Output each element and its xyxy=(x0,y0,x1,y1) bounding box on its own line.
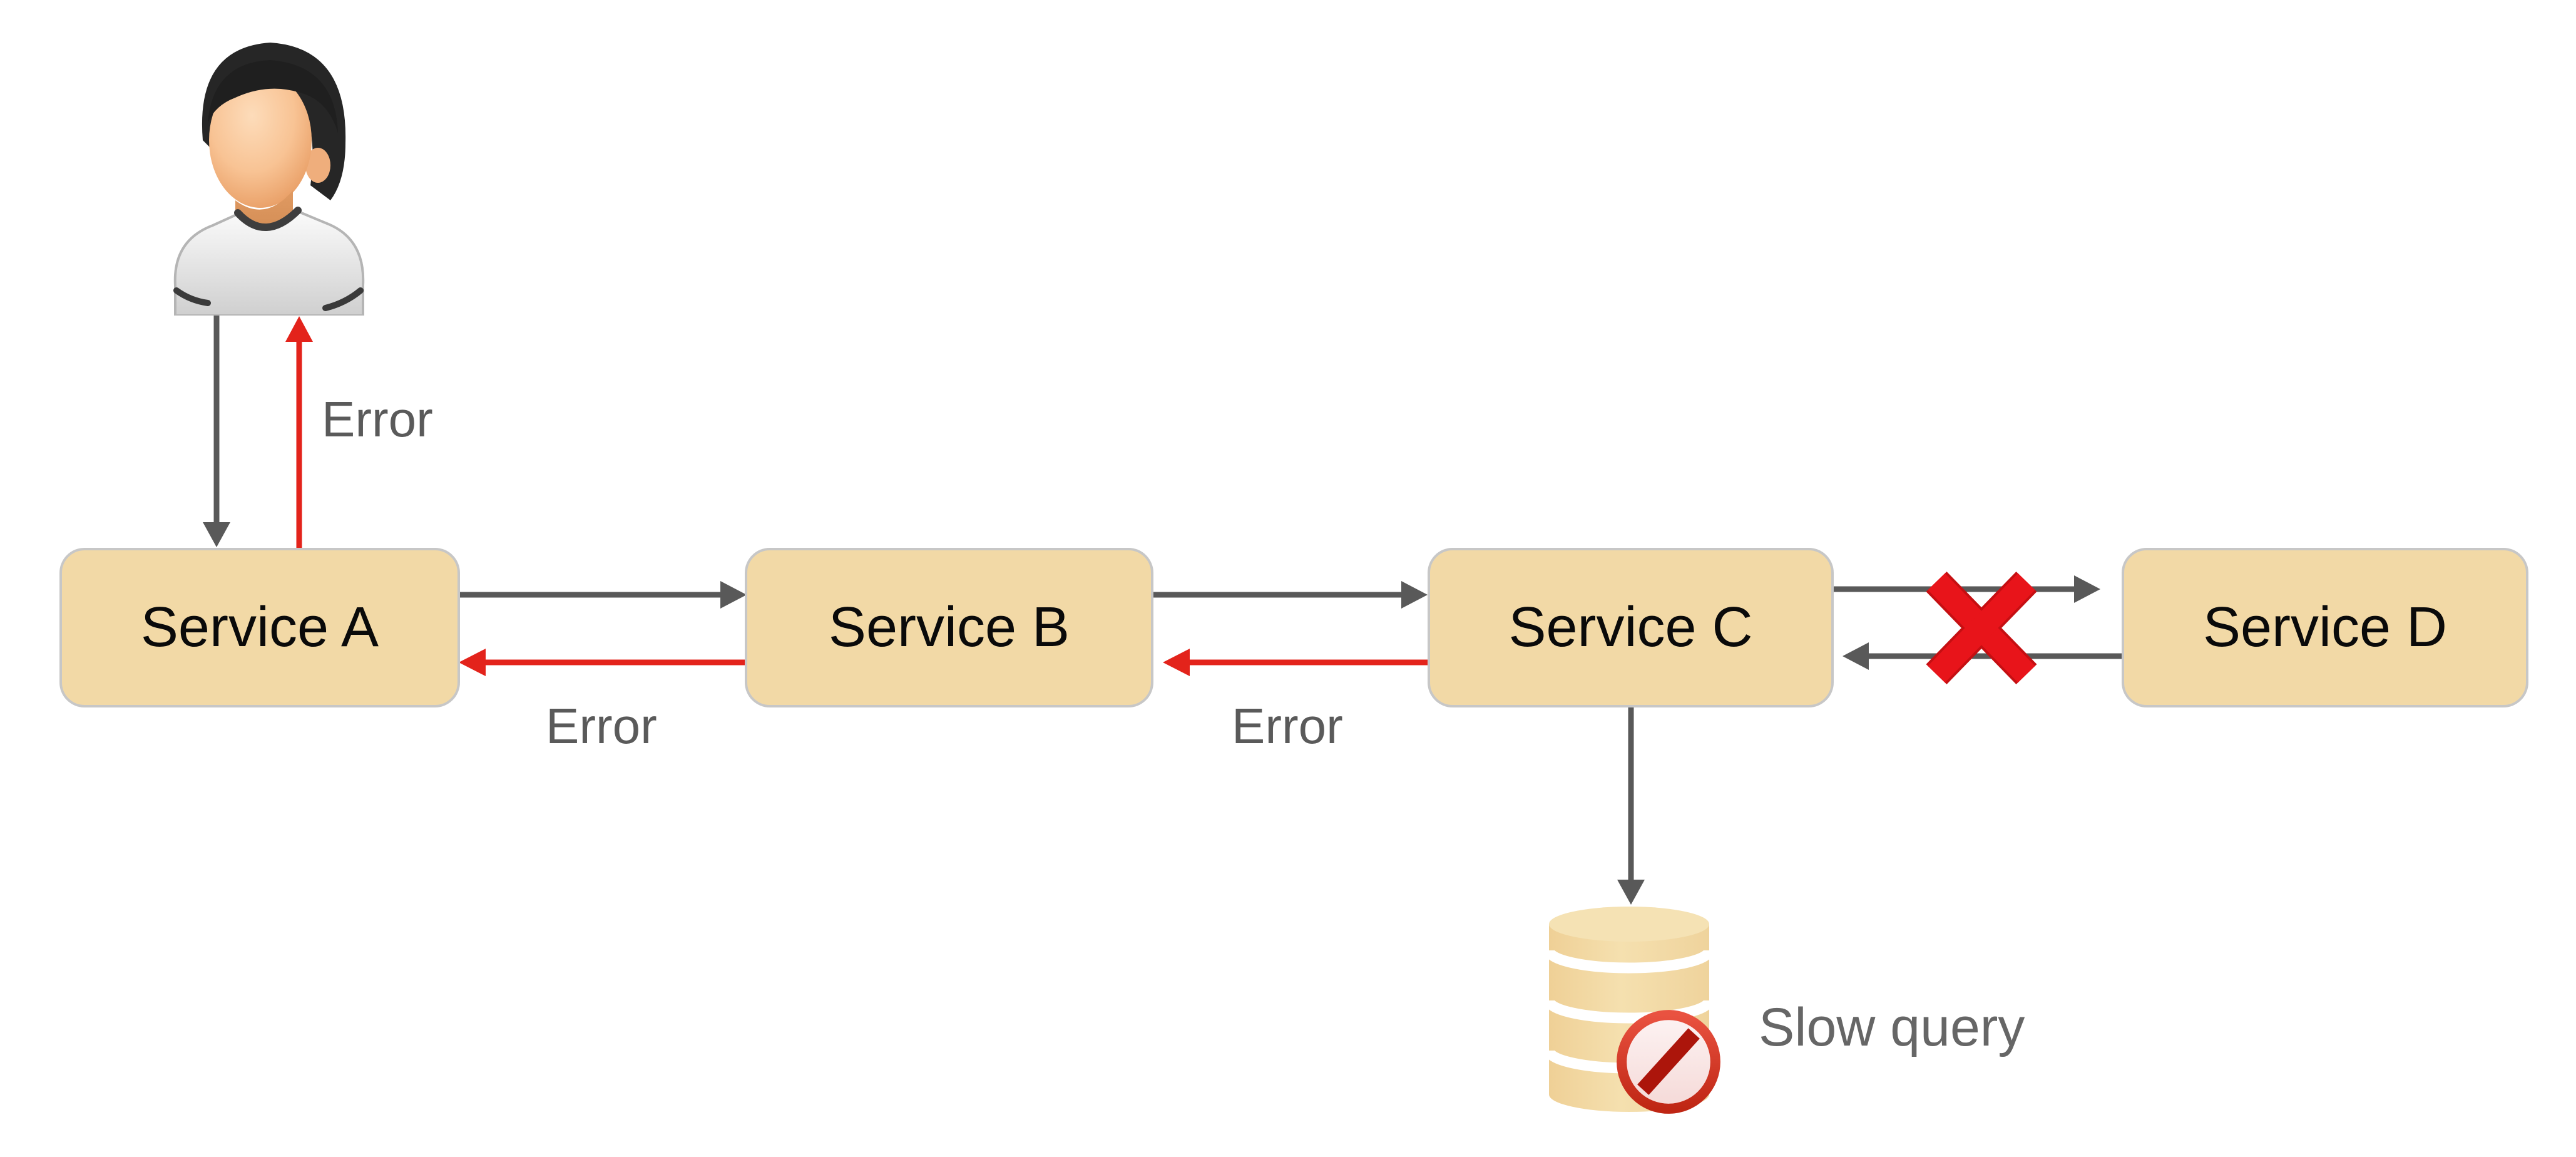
service-b-label: Service B xyxy=(828,596,1070,659)
arrow-service-c-to-database xyxy=(1617,707,1645,905)
arrow-user-to-service-a xyxy=(203,311,230,547)
arrow-service-b-to-c xyxy=(1153,581,1428,609)
service-a-label: Service A xyxy=(140,596,379,659)
service-b-node: Service B xyxy=(745,548,1153,707)
red-x-icon xyxy=(1926,571,2037,685)
arrow-service-a-to-b xyxy=(460,581,747,609)
arrow-error-service-b-to-a xyxy=(459,649,745,676)
service-d-label: Service D xyxy=(2202,596,2448,659)
face-shape xyxy=(209,73,312,208)
error-label-b-to-a: Error xyxy=(546,698,657,754)
no-entry-icon xyxy=(1617,1010,1720,1114)
arrow-error-service-c-to-b xyxy=(1163,649,1428,676)
service-a-node: Service A xyxy=(59,548,460,707)
slow-query-label: Slow query xyxy=(1759,997,2025,1057)
service-c-label: Service C xyxy=(1508,596,1753,659)
error-label-c-to-b: Error xyxy=(1232,698,1343,754)
arrow-error-service-a-to-user xyxy=(285,316,313,548)
service-d-node: Service D xyxy=(2122,548,2528,707)
service-c-node: Service C xyxy=(1428,548,1834,707)
error-label-user: Error xyxy=(322,391,433,447)
user-person-icon xyxy=(173,43,365,316)
